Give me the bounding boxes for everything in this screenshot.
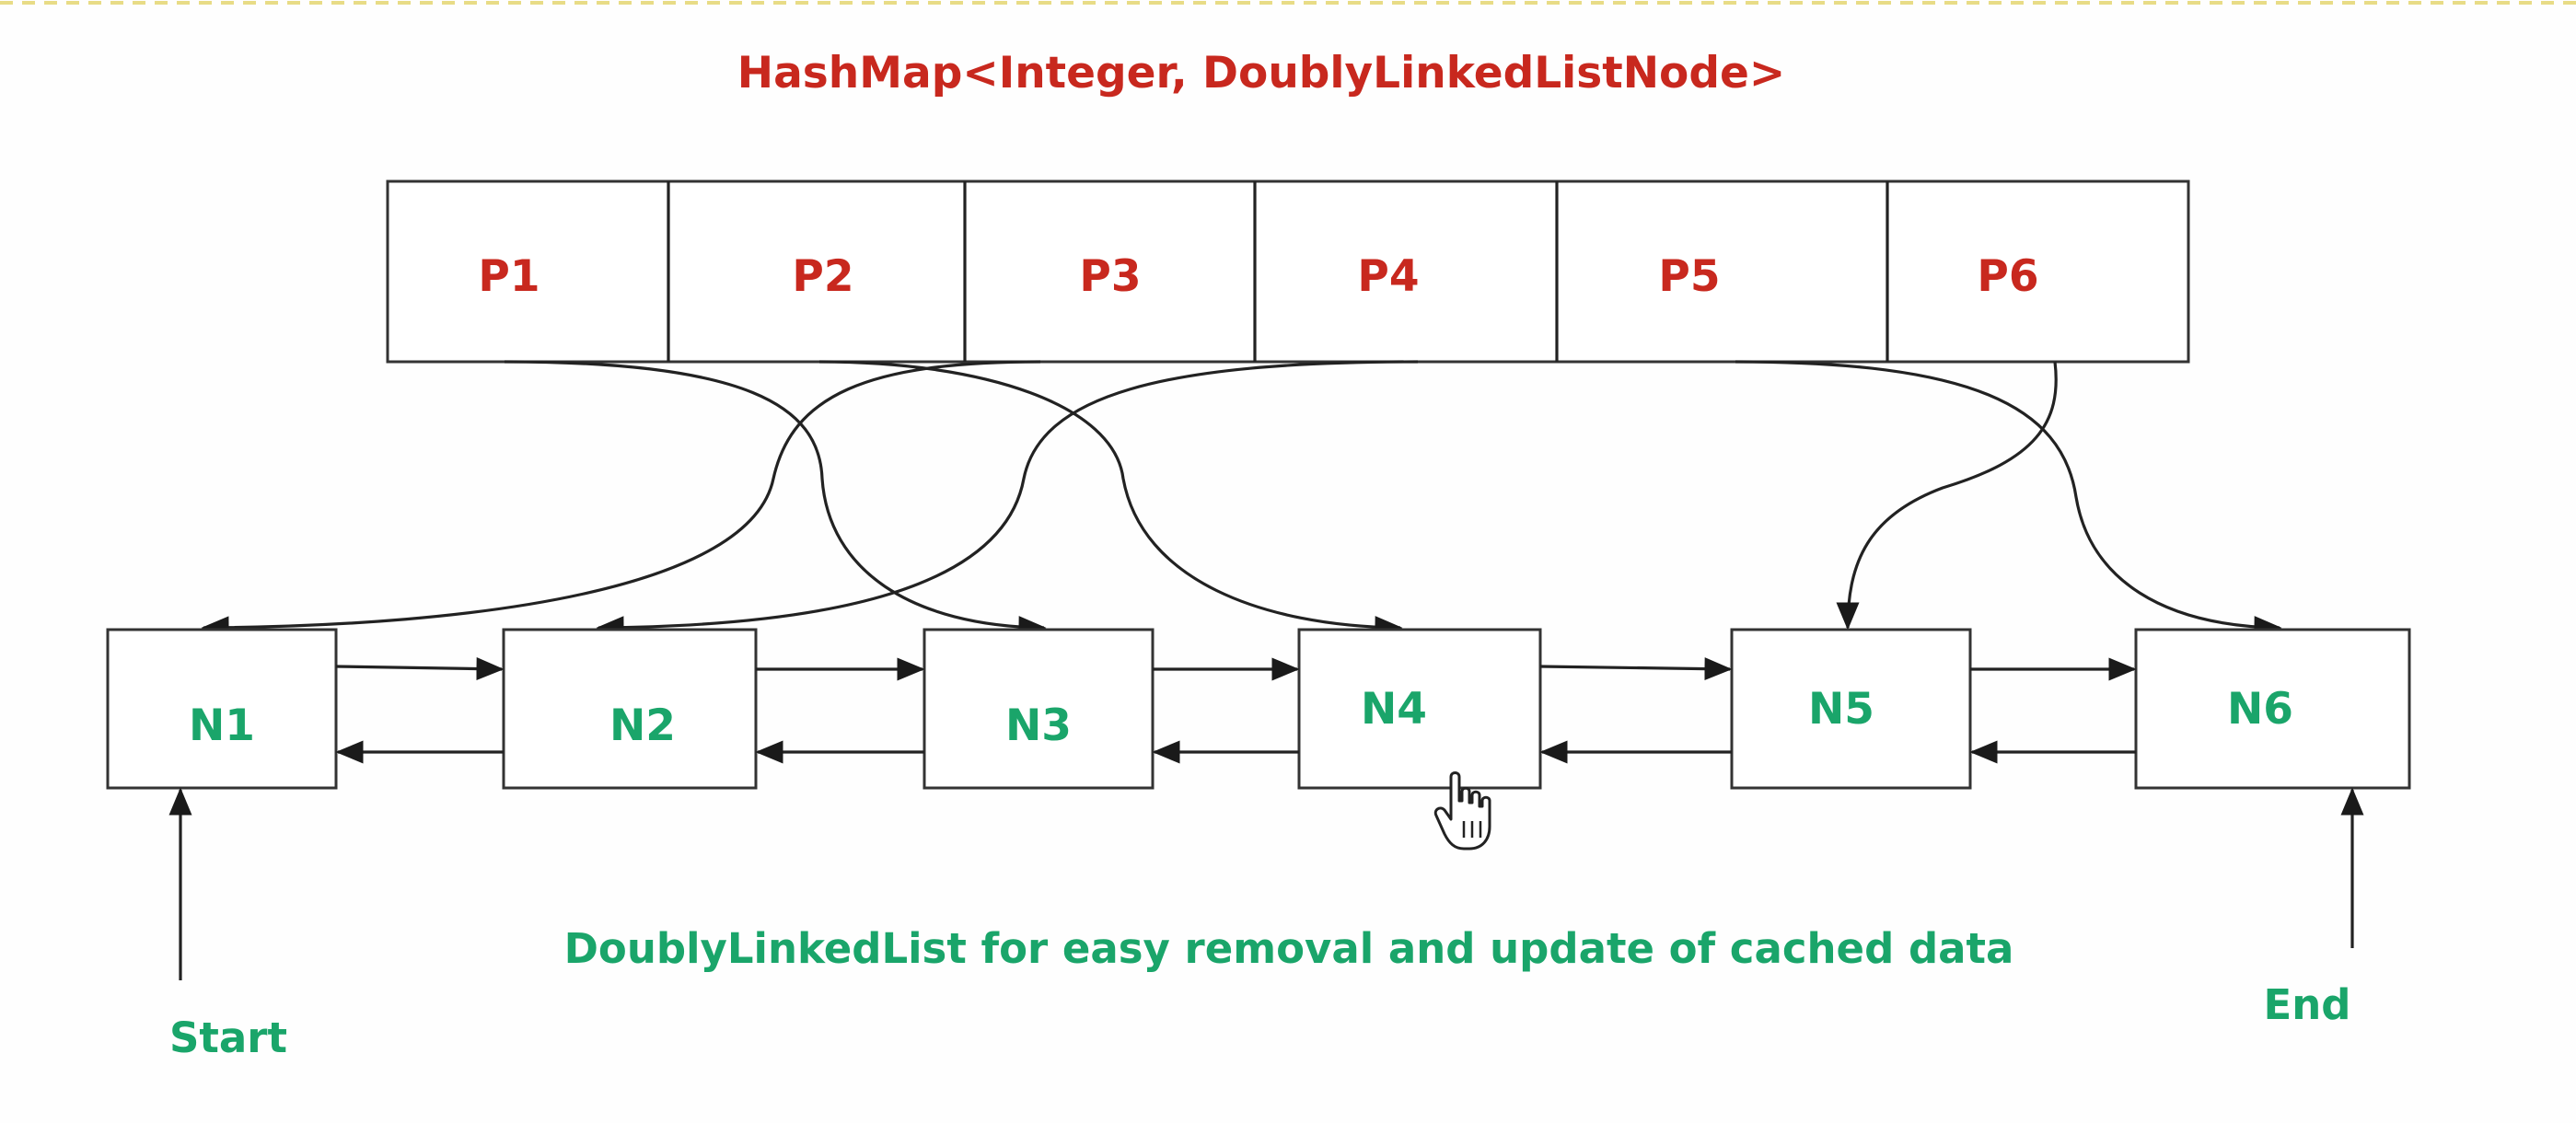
- mapping-p6-to-n5: [1836, 361, 2058, 631]
- list-node-n1-label: N1: [189, 700, 255, 751]
- list-caption: DoublyLinkedList for easy removal and up…: [564, 924, 2014, 973]
- list-node-n4-label: N4: [1361, 684, 1427, 735]
- next-pointers: [335, 657, 2137, 681]
- list-node-n2: [502, 628, 758, 790]
- list-node-n5-label: N5: [1808, 684, 1874, 735]
- mapping-curves: [201, 360, 2282, 640]
- list-node-n6-label: N6: [2227, 684, 2293, 735]
- list-node-n5: [1730, 628, 1972, 790]
- mapping-p1-to-n3: [504, 360, 1047, 640]
- next-pointer-n4-n5: [1539, 657, 1733, 681]
- list-node-n3: [922, 628, 1155, 790]
- next-pointer-n1-n2: [335, 657, 505, 681]
- hand-cursor-icon: [1433, 771, 1491, 851]
- hashmap-key-p4: P4: [1357, 251, 1419, 302]
- hashmap-key-p1: P1: [478, 251, 540, 302]
- start-label: Start: [169, 1013, 287, 1062]
- mapping-p2-to-n4: [818, 360, 1403, 640]
- list-node-n1: [106, 628, 338, 790]
- hashmap-key-p5: P5: [1658, 251, 1720, 302]
- hashmap-key-p6: P6: [1977, 251, 2038, 302]
- list-node-n6: [2134, 628, 2411, 790]
- hashmap-table: P1 P2 P3 P4 P5 P6: [386, 179, 2190, 364]
- mapping-p4-to-n2: [596, 360, 1419, 640]
- mapping-p5-to-n6: [1735, 360, 2282, 640]
- hashmap-border: [386, 179, 2190, 364]
- list-node-n4: [1297, 628, 1542, 790]
- hashmap-key-p3: P3: [1079, 251, 1141, 302]
- end-label: End: [2264, 980, 2351, 1029]
- hashmap-title: HashMap<Integer, DoublyLinkedListNode>: [737, 48, 1786, 98]
- list-node-n2-label: N2: [609, 700, 676, 751]
- doubly-linked-list: N1 N2 N3 N4 N5 N6: [106, 628, 2411, 790]
- mapping-p3-to-n1: [201, 360, 1041, 640]
- hashmap-key-p2: P2: [792, 251, 853, 302]
- list-node-n3-label: N3: [1005, 700, 1072, 751]
